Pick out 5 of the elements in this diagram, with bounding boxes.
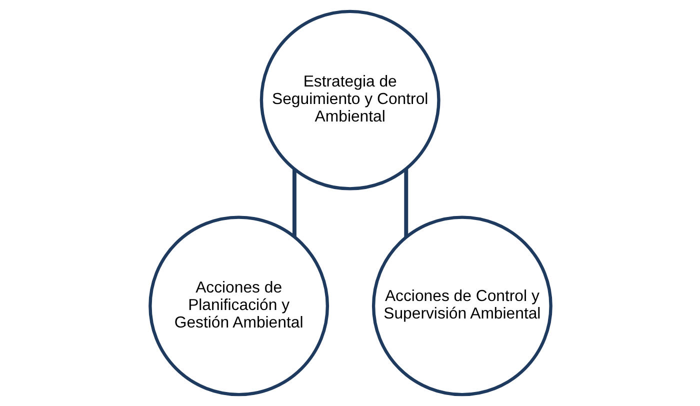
connector	[292, 169, 296, 237]
connector	[404, 168, 408, 238]
node-circle: Acciones de Control y Supervisión Ambiental	[371, 216, 552, 396]
node-circle: Acciones de Planificación y Gestión Ambiental	[148, 216, 329, 396]
node-circle: Estrategia de Seguimiento y Control Ambiental	[259, 10, 440, 190]
